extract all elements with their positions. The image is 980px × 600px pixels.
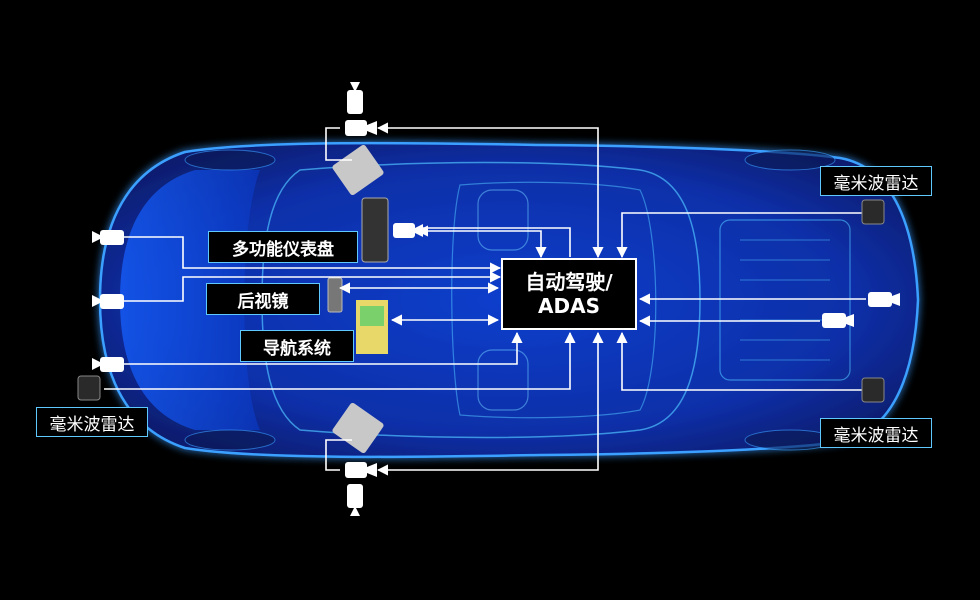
mirror-label: 后视镜 [206,283,320,315]
cluster-label: 多功能仪表盘 [208,231,358,263]
adas-subtitle: ADAS [538,294,600,318]
cluster-text: 多功能仪表盘 [232,239,334,260]
navigation-label: 导航系统 [240,330,354,362]
connection-arrows [104,122,866,476]
camera-icon [92,82,900,516]
radar-label-bottom-right: 毫米波雷达 [820,418,932,448]
navigation-text: 导航系统 [263,338,331,359]
mirror-text: 后视镜 [237,291,289,312]
radar-label-top-right: 毫米波雷达 [820,166,932,196]
radar-text: 毫米波雷达 [49,414,135,435]
adas-box: 自动驾驶/ ADAS [501,258,637,330]
radar-text: 毫米波雷达 [833,425,919,446]
adas-title: 自动驾驶/ [525,270,613,294]
radar-text: 毫米波雷达 [833,173,919,194]
radar-sensor-icon [77,199,885,403]
radar-label-left: 毫米波雷达 [36,407,148,437]
